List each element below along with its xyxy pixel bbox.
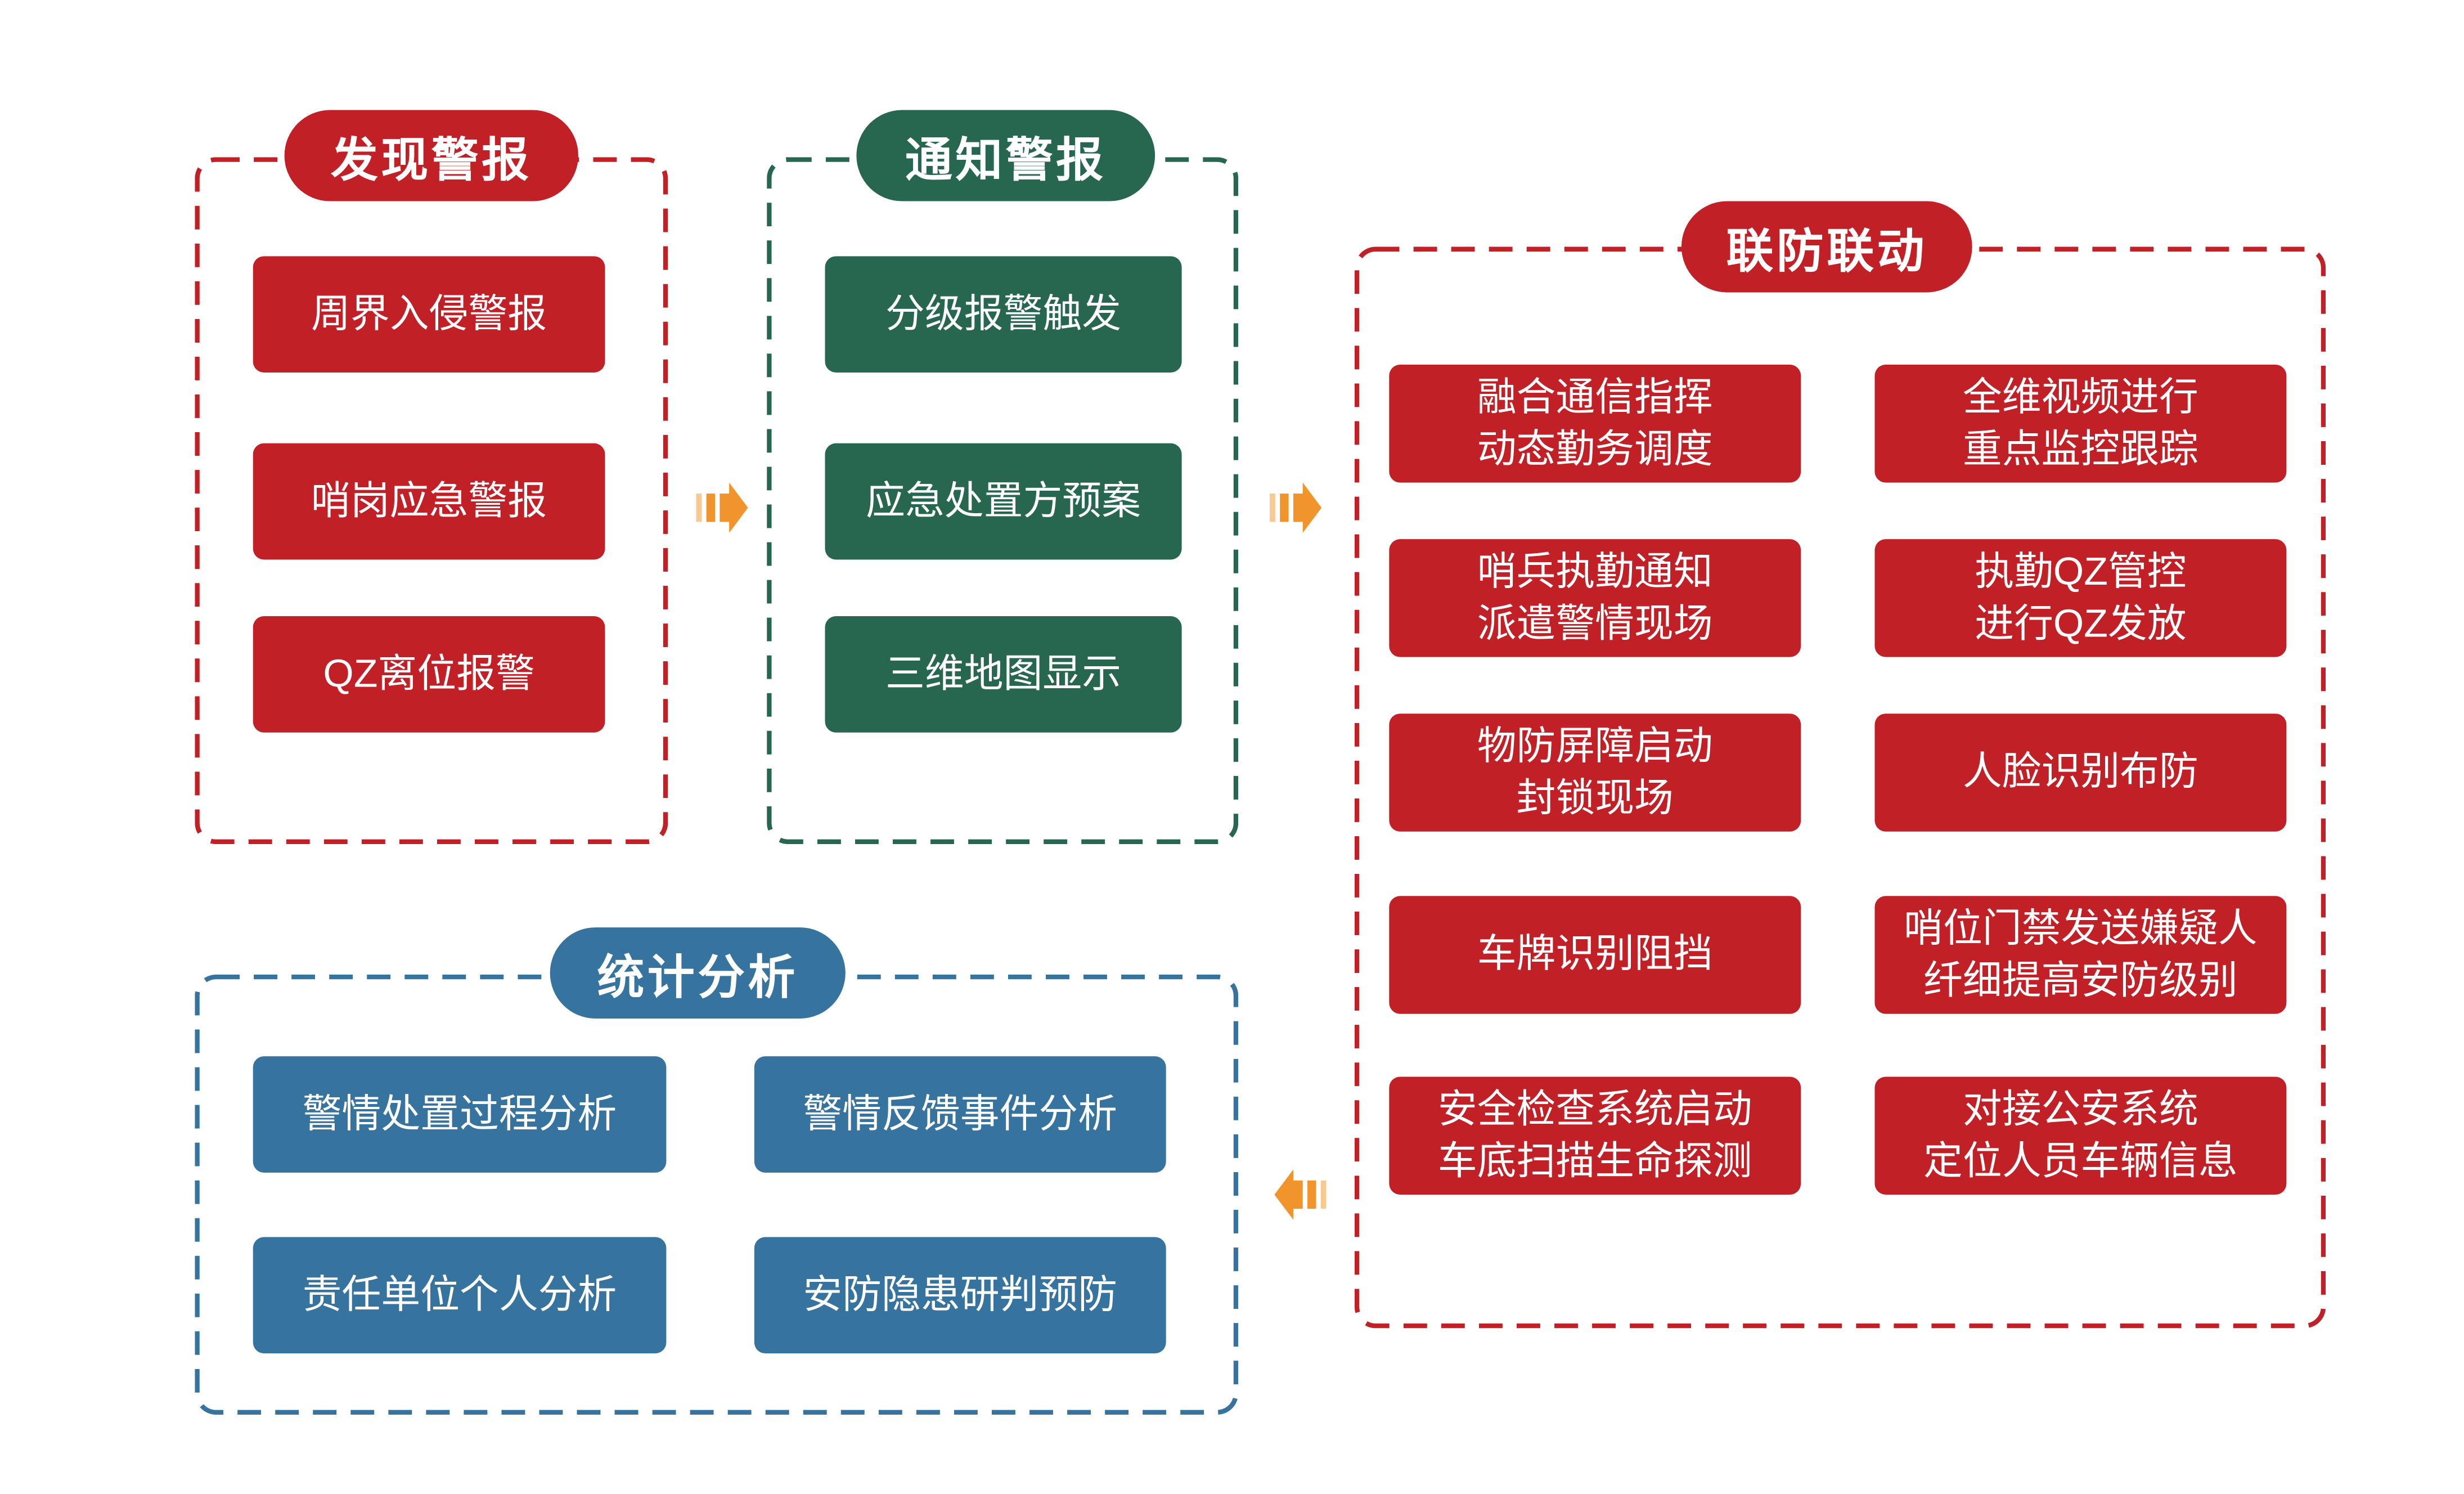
node-fusion-comm-command: 融合通信指挥 动态勤务调度 [1389,365,1801,483]
node-sentry-access-suspect-alert: 哨位门禁发送嫌疑人 纤细提高安防级别 [1874,896,2287,1014]
node-label: 融合通信指挥 [1477,375,1713,419]
node-label: 责任单位个人分析 [302,1272,617,1317]
node-qz-offpost-alarm: QZ离位报警 [253,616,605,733]
node-label: 哨岗应急警报 [311,478,547,523]
node-label: 安防隐患研判预防 [803,1272,1118,1317]
node-label: 警情处置过程分析 [302,1091,617,1136]
node-label: 派遣警情现场 [1477,601,1713,645]
node-label: 执勤QZ管控 [1975,549,2187,594]
node-face-recognition-deploy: 人脸识别布防 [1874,714,2287,832]
node-label: 分级报警触发 [885,291,1122,336]
node-sentry-duty-notify: 哨兵执勤通知 派遣警情现场 [1389,539,1801,657]
node-label: 应急处置方预案 [866,478,1141,523]
node-plate-recognition-block: 车牌识别阻挡 [1389,896,1801,1014]
node-3d-map-display: 三维地图显示 [825,616,1182,733]
node-responsible-unit-person-analysis: 责任单位个人分析 [253,1237,667,1354]
node-label: 纤细提高安防级别 [1923,958,2238,1002]
section-title: 通知警报 [905,135,1107,187]
node-label: 物防屏障启动 [1477,724,1713,768]
node-label: 全维视频进行 [1962,375,2198,419]
node-label: 警情反馈事件分析 [803,1091,1118,1136]
node-label: 定位人员车辆信息 [1923,1138,2238,1183]
node-graded-alarm-trigger: 分级报警触发 [825,256,1182,373]
pill-notify-alert-title: 通知警报 [856,110,1155,201]
pill-stats-analysis-title: 统计分析 [550,927,846,1019]
node-physical-barrier-lockdown: 物防屏障启动 封锁现场 [1389,714,1801,832]
node-label: 周界入侵警报 [311,291,547,336]
node-security-check-scan: 安全检查系统启动 车底扫描生命探测 [1389,1076,1801,1195]
node-label: 车底扫描生命探测 [1437,1138,1752,1183]
node-label: 人脸识别布防 [1962,750,2198,794]
pill-joint-defense-title: 联防联动 [1681,201,1972,293]
node-label: 重点监控跟踪 [1962,427,2198,471]
node-alarm-handling-process-analysis: 警情处置过程分析 [253,1056,667,1173]
section-title: 联防联动 [1726,226,1928,279]
node-label: 哨位门禁发送嫌疑人 [1904,906,2258,950]
section-title: 发现警报 [331,135,532,187]
node-panoramic-video-tracking: 全维视频进行 重点监控跟踪 [1874,365,2287,483]
node-label: QZ离位报警 [323,651,535,696]
striped-arrow-right-icon [696,482,748,533]
striped-arrow-right-icon [1270,482,1322,533]
node-sentry-emergency-alarm: 哨岗应急警报 [253,443,605,560]
node-label: 进行QZ发放 [1975,601,2187,645]
node-label: 车牌识别阻挡 [1477,932,1713,976]
section-title: 统计分析 [597,952,799,1004]
pill-discover-alert-title: 发现警报 [284,110,578,201]
node-alarm-feedback-event-analysis: 警情反馈事件分析 [754,1056,1166,1173]
striped-arrow-left-icon [1274,1169,1327,1220]
node-police-system-link: 对接公安系统 定位人员车辆信息 [1874,1076,2287,1195]
node-label: 对接公安系统 [1962,1087,2198,1131]
node-qz-duty-control: 执勤QZ管控 进行QZ发放 [1874,539,2287,657]
node-security-risk-research-prevention: 安防隐患研判预防 [754,1237,1166,1354]
node-emergency-response-plan: 应急处置方预案 [825,443,1182,560]
node-label: 封锁现场 [1516,775,1674,820]
node-label: 哨兵执勤通知 [1477,549,1713,594]
node-perimeter-intrusion-alarm: 周界入侵警报 [253,256,605,373]
node-label: 动态勤务调度 [1477,427,1713,471]
node-label: 安全检查系统启动 [1437,1087,1752,1131]
node-label: 三维地图显示 [885,651,1122,696]
